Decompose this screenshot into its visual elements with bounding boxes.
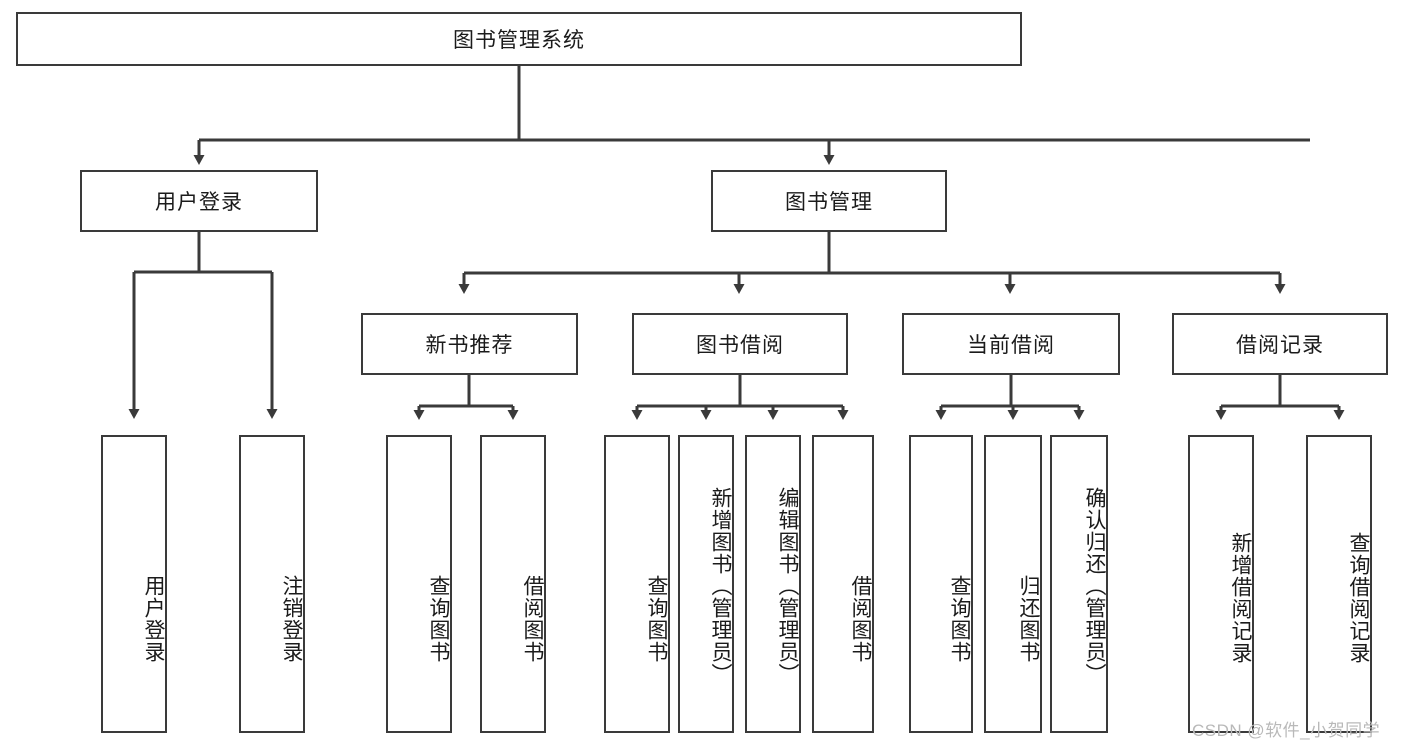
node-leaf-add-book-admin[interactable]: 新增图书（管理员） xyxy=(678,435,734,733)
node-new-book-recommend[interactable]: 新书推荐 xyxy=(361,313,578,375)
node-user-login[interactable]: 用户登录 xyxy=(80,170,318,232)
node-leaf-return-book[interactable]: 归还图书 xyxy=(984,435,1042,733)
node-leaf-query-book-1[interactable]: 查询图书 xyxy=(386,435,452,733)
node-book-borrow[interactable]: 图书借阅 xyxy=(632,313,848,375)
node-leaf-query-book-2[interactable]: 查询图书 xyxy=(604,435,670,733)
node-leaf-borrow-book-1[interactable]: 借阅图书 xyxy=(480,435,546,733)
node-root[interactable]: 图书管理系统 xyxy=(16,12,1022,66)
node-leaf-logout[interactable]: 注销登录 xyxy=(239,435,305,733)
node-book-management[interactable]: 图书管理 xyxy=(711,170,947,232)
node-leaf-user-login[interactable]: 用户登录 xyxy=(101,435,167,733)
node-leaf-query-book-3[interactable]: 查询图书 xyxy=(909,435,973,733)
node-leaf-add-borrow-record[interactable]: 新增借阅记录 xyxy=(1188,435,1254,733)
node-borrow-record[interactable]: 借阅记录 xyxy=(1172,313,1388,375)
csdn-watermark: CSDN @软件_小贺同学 xyxy=(1192,721,1381,740)
node-leaf-edit-book-admin[interactable]: 编辑图书（管理员） xyxy=(745,435,801,733)
node-leaf-query-borrow-record[interactable]: 查询借阅记录 xyxy=(1306,435,1372,733)
node-leaf-confirm-return-admin[interactable]: 确认归还（管理员） xyxy=(1050,435,1108,733)
node-current-borrow[interactable]: 当前借阅 xyxy=(902,313,1120,375)
node-leaf-borrow-book-2[interactable]: 借阅图书 xyxy=(812,435,874,733)
